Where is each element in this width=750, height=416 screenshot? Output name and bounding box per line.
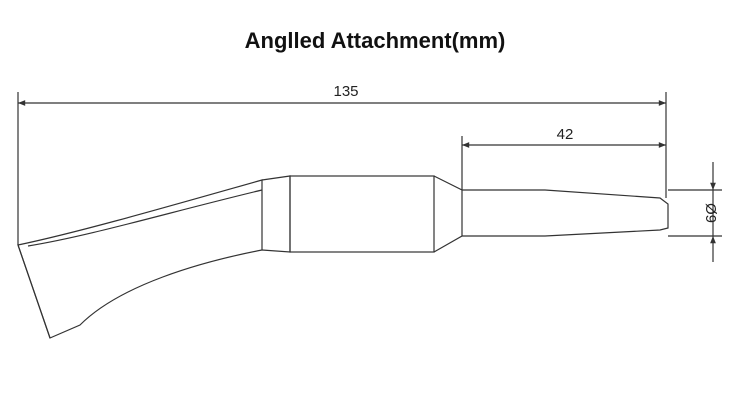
shank-taper xyxy=(433,175,463,253)
neck-outline xyxy=(261,175,291,253)
head-outline xyxy=(17,179,263,339)
head-face-line xyxy=(17,244,51,339)
dim-text-overall: 135 xyxy=(333,83,358,100)
drawing-title: Anglled Attachment(mm) xyxy=(244,28,506,53)
shank xyxy=(462,189,669,237)
head-inner-line xyxy=(27,189,263,247)
main-body xyxy=(289,175,435,253)
dim-text-diameter: Ø9 xyxy=(702,203,719,223)
dim-text-shank: 42 xyxy=(557,126,574,143)
